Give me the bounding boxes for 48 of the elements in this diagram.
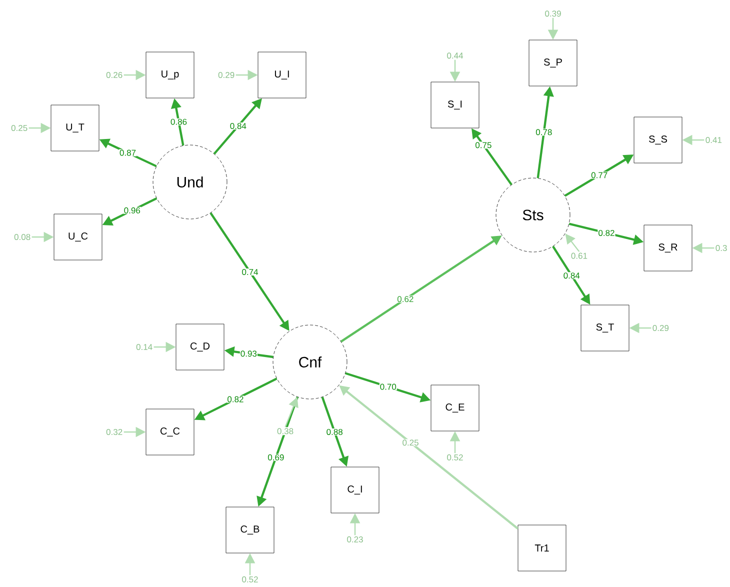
variable-box: S_P bbox=[528, 40, 578, 86]
edge-label: 0.41 bbox=[704, 136, 723, 144]
edge-label: 0.32 bbox=[105, 428, 124, 436]
edge-label: 0.25 bbox=[402, 439, 420, 446]
edge-label: 0.52 bbox=[446, 453, 464, 462]
edge-label: 0.29 bbox=[217, 71, 236, 80]
edge-label: 0.82 bbox=[598, 229, 616, 236]
edge-label: 0.84 bbox=[229, 122, 247, 130]
edge-label: 0.25 bbox=[10, 124, 29, 132]
variable-box: C_D bbox=[176, 324, 224, 370]
edge-label: 0.52 bbox=[240, 575, 260, 584]
variable-box: S_T bbox=[580, 304, 630, 352]
edge-label: 0.75 bbox=[474, 142, 492, 149]
edge-label: 0.78 bbox=[535, 128, 553, 136]
edge-label: 0.08 bbox=[13, 233, 32, 241]
edge-label: 0.88 bbox=[326, 428, 344, 436]
variable-box: S_I bbox=[430, 82, 480, 128]
edge-label: 0.62 bbox=[396, 296, 414, 303]
variable-box: C_I bbox=[330, 466, 380, 514]
edge-label: 0.74 bbox=[241, 268, 259, 276]
edge-label: 0.23 bbox=[346, 535, 364, 544]
edge-label: 0.61 bbox=[570, 252, 588, 260]
edge-label: 0.87 bbox=[119, 149, 137, 156]
variable-box: C_E bbox=[430, 384, 480, 432]
variable-box: U_p bbox=[146, 52, 194, 98]
edge-label: 0.82 bbox=[226, 396, 244, 403]
edge-label: 0.39 bbox=[544, 10, 562, 18]
edge-label: 0.93 bbox=[240, 350, 258, 358]
edge-label: 0.70 bbox=[379, 383, 397, 390]
edge-label: 0.96 bbox=[123, 206, 141, 214]
edge-label: 0.77 bbox=[590, 172, 608, 179]
variable-box: C_B bbox=[226, 506, 274, 554]
variable-box: C_C bbox=[146, 408, 194, 456]
edge-label: 0.84 bbox=[562, 272, 580, 280]
variable-box: Tr1 bbox=[518, 524, 566, 572]
edge-label: 0.3 bbox=[714, 244, 728, 252]
edge-label: 0.14 bbox=[135, 343, 154, 352]
edge-label: 0.29 bbox=[651, 324, 670, 332]
edge-label: 0.44 bbox=[446, 52, 464, 60]
edge-label: 0.38 bbox=[276, 427, 295, 436]
variable-box: U_I bbox=[258, 52, 306, 98]
variable-box: U_C bbox=[54, 214, 102, 260]
variable-box: U_T bbox=[50, 104, 100, 152]
edge-label: 0.26 bbox=[105, 71, 124, 80]
edge-label: 0.69 bbox=[267, 454, 285, 461]
edge-label: 0.86 bbox=[170, 118, 188, 126]
variable-box: S_S bbox=[634, 116, 682, 164]
variable-box: S_R bbox=[644, 224, 692, 272]
